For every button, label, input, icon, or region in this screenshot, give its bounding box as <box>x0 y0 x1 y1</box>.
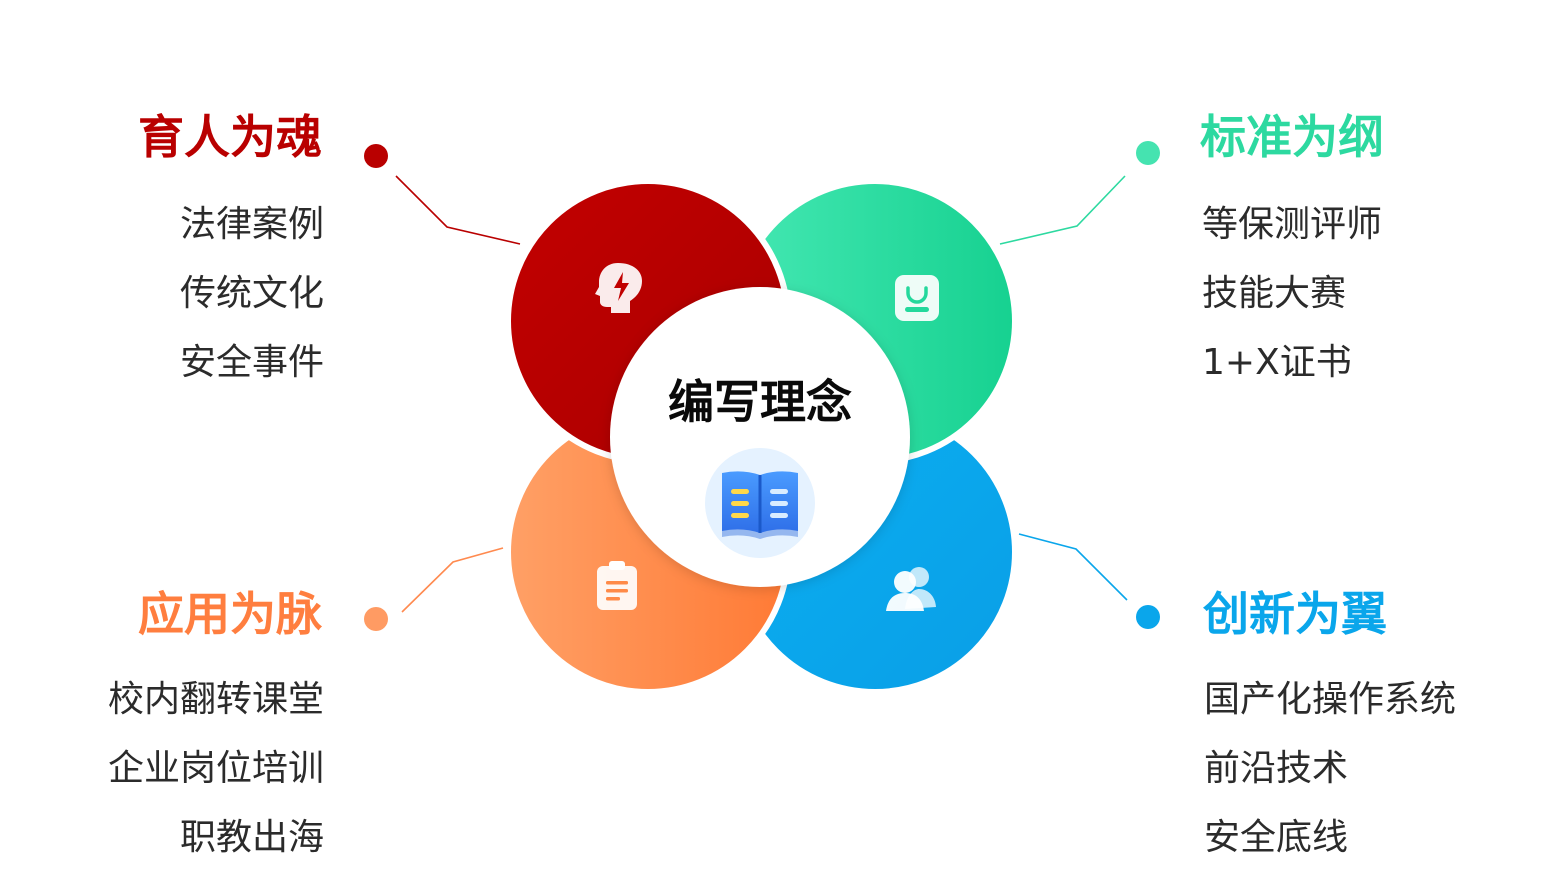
list-item: 国产化操作系统 <box>1204 679 1457 720</box>
dot-top-right <box>1136 141 1160 165</box>
open-book-icon <box>705 448 815 558</box>
pillar-list-top-right: 等保测评师 技能大赛 1+X证书 <box>1202 190 1382 397</box>
clipboard-icon <box>597 561 637 610</box>
connector-line-bottom-right <box>1018 533 1128 601</box>
list-item: 前沿技术 <box>1204 748 1349 789</box>
pillar-list-bottom-left: 校内翻转课堂 企业岗位培训 职教出海 <box>108 665 324 872</box>
list-item: 安全底线 <box>1204 817 1349 858</box>
list-item: 等保测评师 <box>1202 204 1383 245</box>
list-item: 1+X证书 <box>1202 342 1352 383</box>
connector-line-top-right <box>999 175 1126 245</box>
pillar-title-bottom-left: 应用为脉 <box>138 587 322 641</box>
center-circle <box>610 287 910 587</box>
dot-bottom-left <box>364 607 388 631</box>
pillar-list-top-left: 法律案例 传统文化 安全事件 <box>180 190 324 397</box>
users-icon <box>886 567 936 611</box>
list-item: 安全事件 <box>179 342 324 383</box>
list-item: 企业岗位培训 <box>107 748 324 789</box>
list-item: 技能大赛 <box>1202 273 1347 314</box>
list-item: 校内翻转课堂 <box>107 679 324 720</box>
list-item: 传统文化 <box>179 273 324 314</box>
dot-bottom-right <box>1136 605 1160 629</box>
list-item: 职教出海 <box>179 817 324 858</box>
center-title: 编写理念 <box>668 375 852 429</box>
pillar-title-top-right: 标准为纲 <box>1200 110 1384 164</box>
dot-top-left <box>364 144 388 168</box>
connector-line-bottom-left <box>401 547 504 613</box>
bag-icon <box>895 275 939 321</box>
connector-line-top-left <box>395 175 521 245</box>
pillar-title-bottom-right: 创新为翼 <box>1203 587 1387 641</box>
head-lightning-icon <box>595 263 642 313</box>
pillar-title-top-left: 育人为魂 <box>138 110 322 164</box>
list-item: 法律案例 <box>179 204 324 245</box>
pillar-list-bottom-right: 国产化操作系统 前沿技术 安全底线 <box>1204 665 1456 872</box>
